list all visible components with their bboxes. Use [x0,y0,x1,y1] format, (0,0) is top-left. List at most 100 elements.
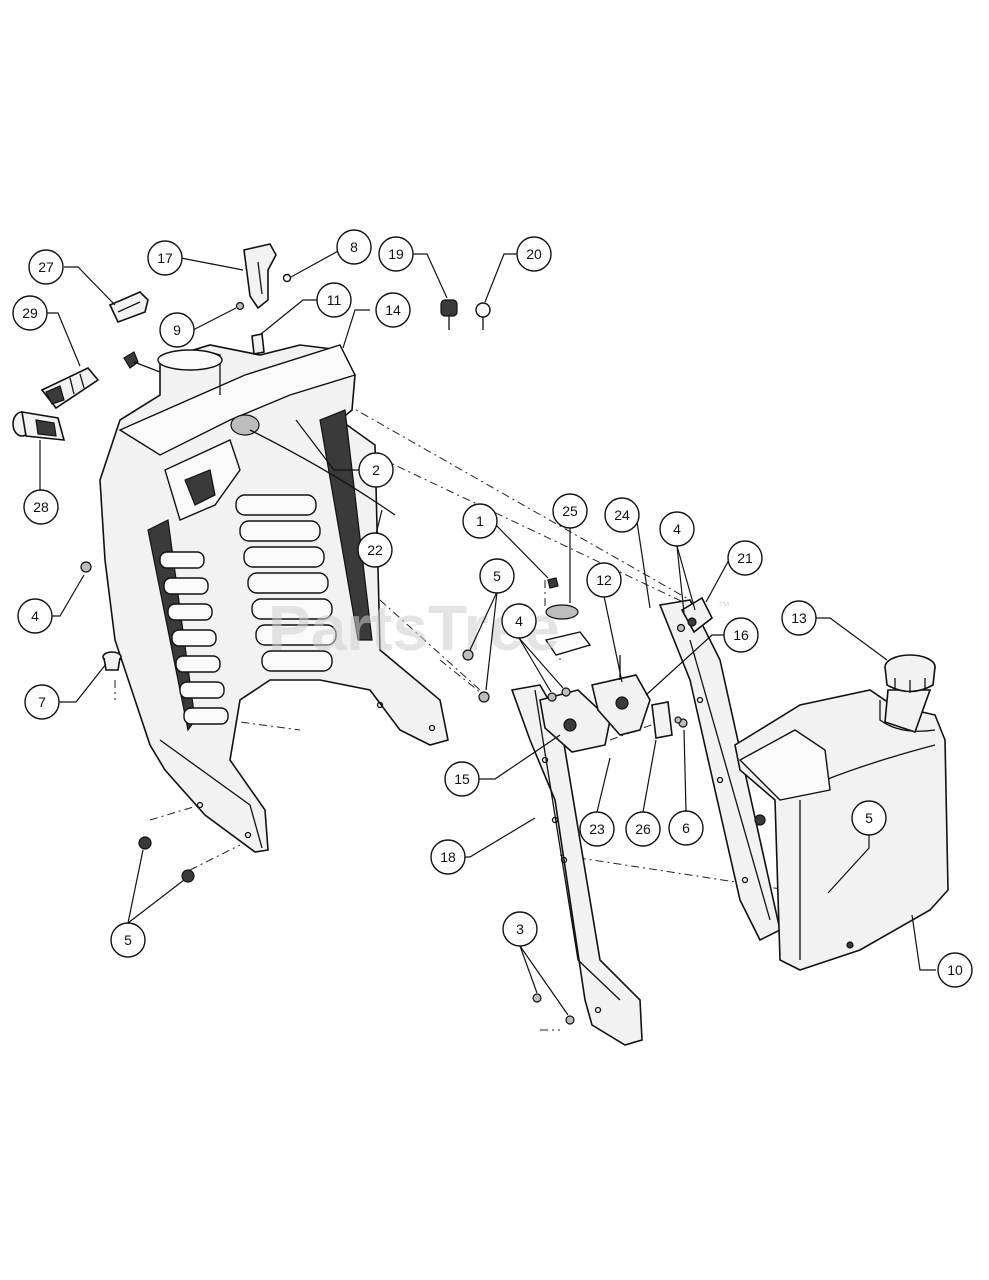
part-19 [440,299,458,330]
callout-label: 1 [476,513,484,529]
callout-5-lower: 5 [110,922,146,958]
callout-2: 2 [358,452,394,488]
part-26 [651,701,673,739]
callout-27: 27 [28,249,64,285]
callout-label: 20 [526,246,542,262]
callout-label: 21 [737,550,753,566]
callout-4-top: 4 [659,511,695,547]
callout-label: 25 [562,503,578,519]
part-4-mid-a [547,692,557,702]
callout-label: 10 [947,962,963,978]
part-3-a [532,993,542,1003]
callout-25: 25 [552,493,588,529]
part-3-b [565,1015,575,1025]
callout-5-tank: 5 [851,800,887,836]
leader-lines [39,249,936,1016]
callout-label: 9 [173,322,181,338]
part-8 [282,273,292,283]
callout-14: 14 [375,292,411,328]
part-5-a [462,649,474,661]
callout-1: 1 [462,503,498,539]
callout-22: 22 [357,532,393,568]
part-9 [235,301,245,311]
part-21 [680,596,714,634]
part-4-left [80,561,92,573]
callout-label: 22 [367,542,383,558]
callout-26: 26 [625,811,661,847]
callout-label: 28 [33,499,49,515]
callout-label: 24 [614,507,630,523]
callout-19: 19 [378,236,414,272]
part-5-d [181,869,195,883]
callout-label: 12 [596,572,612,588]
callout-7: 7 [24,684,60,720]
callout-17: 17 [147,240,183,276]
callout-4-left: 4 [17,598,53,634]
callout-label: 4 [31,608,39,624]
callout-label: 3 [516,921,524,937]
part-25 [544,604,592,656]
callout-label: 17 [157,250,173,266]
callout-12: 12 [586,562,622,598]
callout-label: 15 [454,771,470,787]
part-27 [108,291,149,324]
callout-18: 18 [430,839,466,875]
part-5-b [478,691,490,703]
callout-label: 27 [38,259,54,275]
callout-10: 10 [937,952,973,988]
callout-23: 23 [579,811,615,847]
callout-20: 20 [516,236,552,272]
part-23-pin [674,716,682,724]
part-28 [12,411,66,441]
part-4-mid-b [561,687,571,697]
callout-label: 8 [350,239,358,255]
callout-label: 5 [124,932,132,948]
part-20 [475,302,491,330]
part-1 [547,577,559,589]
callout-29: 29 [12,295,48,331]
watermark-trademark: ™ [718,599,730,613]
callout-8: 8 [336,229,372,265]
callout-label: 4 [673,521,681,537]
callout-label: 14 [385,302,401,318]
callout-label: 6 [682,820,690,836]
callout-24: 24 [604,497,640,533]
callout-5-upper: 5 [479,558,515,594]
callout-label: 7 [38,694,46,710]
callout-label: 18 [440,849,456,865]
callout-label: 11 [327,292,342,308]
callout-3: 3 [502,911,538,947]
callout-bubbles: 27 17 8 19 20 29 9 11 14 2 28 22 1 25 24… [12,229,973,988]
callout-21: 21 [727,540,763,576]
callout-label: 5 [493,568,501,584]
callout-28: 28 [23,489,59,525]
callout-label: 5 [865,810,873,826]
callout-6: 6 [668,810,704,846]
callout-15: 15 [444,761,480,797]
callout-4-mid: 4 [501,603,537,639]
part-4-top [676,623,686,633]
callout-label: 2 [372,462,380,478]
louvers-left [159,551,229,725]
callout-label: 29 [22,305,38,321]
callout-label: 19 [388,246,404,262]
callout-label: 4 [515,613,523,629]
part-13-fuel-cap [884,654,936,693]
part-29 [40,367,100,410]
louvers-right [235,494,337,672]
choke-cable [249,429,396,516]
callout-9: 9 [159,312,195,348]
part-7 [102,651,122,671]
callout-label: 16 [733,627,749,643]
part-5-c [138,836,152,850]
part-17 [243,243,277,310]
part-11 [251,333,265,355]
callout-label: 23 [589,821,605,837]
callout-16: 16 [723,617,759,653]
callout-11: 11 [316,282,352,318]
part-16 [591,674,651,736]
callout-label: 26 [635,821,651,837]
callout-13: 13 [781,600,817,636]
